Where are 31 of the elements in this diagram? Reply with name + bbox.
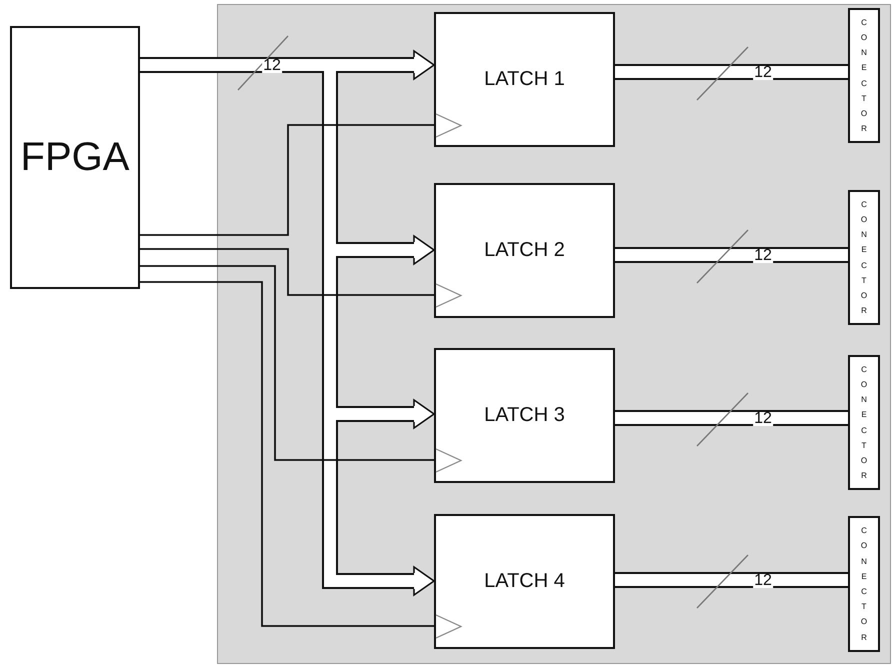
edge-label: 12 [753,574,773,588]
block-label: LATCH 2 [484,239,565,262]
latch-block [434,514,615,649]
block-label: CONECTOR [860,364,868,482]
block-label: LATCH 3 [484,404,565,427]
block-label: CONECTOR [860,16,868,136]
edge-label: 12 [753,66,773,80]
block-label: CONECTOR [860,198,868,318]
block-label: CONECTOR [860,525,868,644]
signal-line [140,281,434,627]
bus-connector [615,410,848,426]
edge-label: 12 [753,249,773,263]
connector-block [848,516,880,652]
bus-connector [615,247,848,263]
connector-block [848,190,880,325]
signal-line [140,124,434,236]
block-label: FPGA [20,135,130,180]
connector-block [848,8,880,143]
edge-label: 12 [753,412,773,426]
signal-line [140,265,434,461]
signal-line [140,248,434,296]
fpga-block [10,26,140,289]
bus-connector [615,64,848,80]
edge-label: 12 [262,59,282,73]
latch-block [434,348,615,483]
block-label: LATCH 4 [484,570,565,593]
latch-block [434,183,615,318]
block-label: LATCH 1 [484,68,565,91]
latch-block [434,12,615,147]
bus-connector [615,572,848,588]
connector-block [848,355,880,490]
